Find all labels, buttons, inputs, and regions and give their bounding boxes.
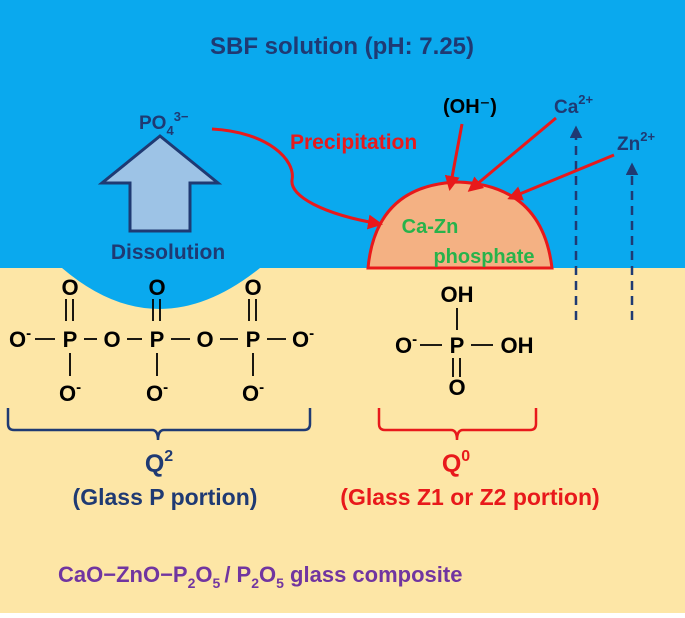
q0-bonds [420,308,493,377]
q2-caption: (Glass P portion) [73,484,258,510]
q0-top-hydroxyl: OH [441,282,474,307]
q0-phosphorus: P [450,333,465,358]
q2-single-bonds [35,338,286,376]
q2-phosphorus: P [150,327,165,352]
phosphate-transport-arrow [211,127,383,230]
q2-label: Q2 [145,448,173,478]
q2-end-oxygen-anion: O- [9,325,31,352]
hydroxide-arrow [444,123,464,191]
phosphate-ion-label: PO43− [139,109,189,138]
q0-bottom-oxygen: O [448,375,465,400]
q2-bridging-oxygen: O [196,327,213,352]
q0-caption: (Glass Z1 or Z2 portion) [340,484,599,510]
q2-bottom-oxygen-anion: O- [59,379,81,406]
dissolution-label: Dissolution [111,241,225,264]
q2-end-oxygen-anion: O- [292,325,314,352]
q2-phosphorus: P [246,327,261,352]
q2-bridging-oxygen: O [103,327,120,352]
q2-chain-structure: O O O O- P O P O P O- O- O- [9,275,314,406]
composite-caption: CaO−ZnO−P2O5/ P2O5 glass composite [58,562,462,591]
precipitate-label-line2: phosphate [433,246,534,268]
q2-top-oxygen: O [148,275,165,300]
dissolution-arrow [97,134,223,233]
q2-bottom-oxygen-anion: O- [242,379,264,406]
zinc-arrow [507,153,615,201]
q2-top-oxygen: O [61,275,78,300]
q0-label: Q0 [442,448,470,478]
calcium-ion-label: Ca2+ [554,92,594,118]
dissolution-cavity [62,268,260,309]
precipitate-label-line1: Ca-Zn [402,216,459,238]
glass-region [0,268,685,613]
precipitation-label: Precipitation [290,131,417,154]
q2-top-oxygen: O [244,275,261,300]
hydroxide-ion-label: (OH⁻) [443,96,497,118]
q0-oxygen-anion: O- [395,331,417,358]
q0-structure: OH O- P OH O [395,282,534,400]
q2-bracket [6,408,312,441]
q2-double-bonds [65,299,257,321]
q0-right-hydroxyl: OH [501,333,534,358]
q2-bottom-oxygen-anion: O- [146,379,168,406]
zinc-ion-label: Zn2+ [617,129,655,155]
q2-phosphorus: P [63,327,78,352]
q0-bracket [377,408,538,441]
solution-title: SBF solution (pH: 7.25) [210,33,474,60]
calcium-arrow [467,116,557,192]
